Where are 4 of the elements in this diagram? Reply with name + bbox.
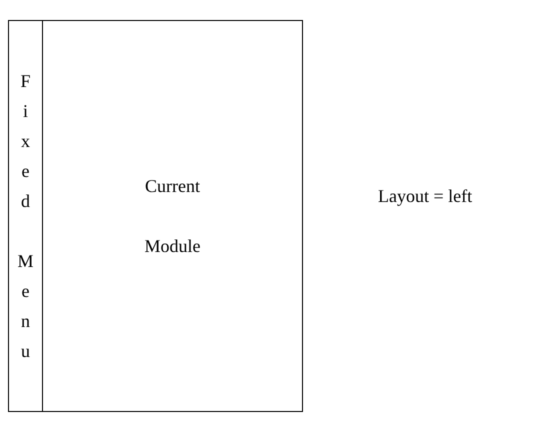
menu-label: Fixed Menu	[16, 70, 34, 363]
layout-note: Layout = left	[378, 185, 472, 208]
layout-frame	[8, 20, 303, 412]
module-label: Current Module	[144, 175, 202, 258]
